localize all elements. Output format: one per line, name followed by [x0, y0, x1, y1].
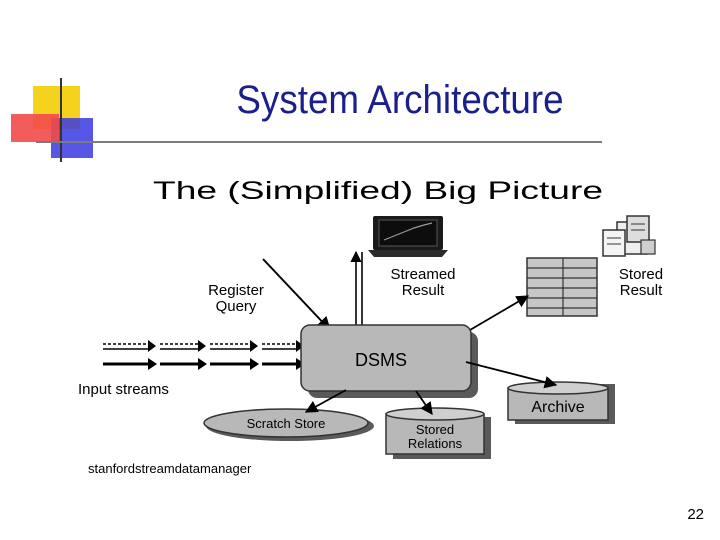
- stored-relations-cylinder: [385, 407, 491, 459]
- streamed-result-arrow: [350, 250, 363, 326]
- title-underline: [36, 141, 602, 143]
- dsms-box: [300, 324, 472, 392]
- register-query-label-line1: Register: [208, 282, 264, 299]
- dsms-label: DSMS: [355, 350, 407, 370]
- scratch-store-label: Scratch Store: [247, 416, 326, 431]
- document-stack-icon: [602, 215, 656, 257]
- archive-label: Archive: [531, 399, 584, 416]
- deco-vertical-line: [60, 78, 62, 162]
- streamed-result-label-line2: Result: [402, 282, 445, 299]
- slide-title: System Architecture: [236, 78, 564, 122]
- stored-result-label-line2: Result: [620, 282, 663, 299]
- stored-result-label-line1: Stored: [619, 266, 663, 283]
- diagram-heading: The (Simplified) Big Picture: [153, 177, 603, 205]
- streamed-result-label-line1: Streamed: [390, 266, 455, 283]
- scratch-store-arrow: [304, 389, 347, 413]
- slide-number: 22: [687, 506, 704, 523]
- input-stream-arrows: [103, 340, 305, 370]
- deco-red-square: [11, 114, 59, 142]
- register-query-arrow: [262, 258, 331, 332]
- scratch-store-ellipse: [203, 408, 369, 438]
- result-table-grid: [526, 257, 598, 317]
- archive-arrow: [465, 361, 558, 389]
- laptop-icon: [368, 216, 448, 257]
- credit-label: stanfordstreamdatamanager: [88, 461, 252, 476]
- archive-cylinder: [507, 381, 615, 424]
- stored-relations-arrow: [415, 390, 433, 416]
- input-streams-label: Input streams: [78, 381, 169, 398]
- stored-relations-label-line1: Stored: [416, 422, 454, 437]
- stored-relations-label-line2: Relations: [408, 436, 463, 451]
- stored-result-arrow: [469, 295, 530, 331]
- register-query-label-line2: Query: [216, 298, 257, 315]
